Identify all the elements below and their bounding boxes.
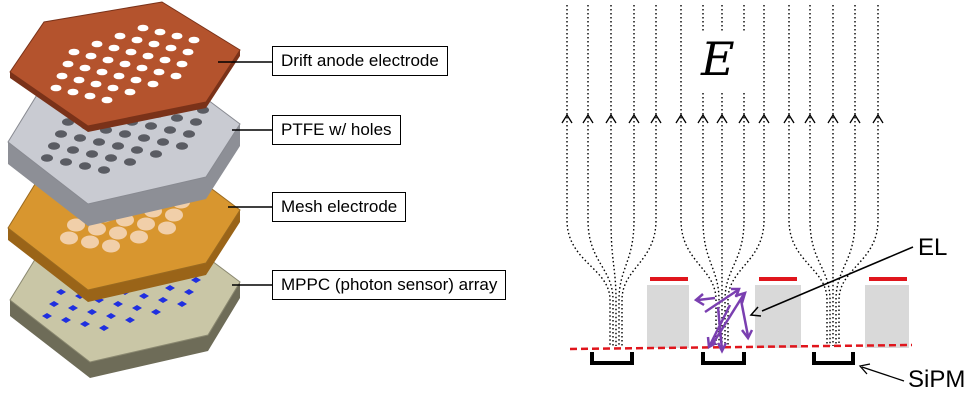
layer-label-ptfe: PTFE w/ holes [272, 115, 401, 145]
el-label: EL [918, 234, 948, 261]
sipm-brackets [590, 352, 855, 365]
layer-label-drift-anode: Drift anode electrode [272, 46, 448, 76]
layer-label-mesh: Mesh electrode [272, 192, 407, 222]
layer-label-mppc: MPPC (photon sensor) array [272, 270, 507, 300]
field-symbol: E [701, 32, 735, 86]
mesh-line [569, 343, 913, 351]
layer-stack [7, 1, 272, 378]
photon-arrows [693, 287, 754, 354]
ptfe-blocks [647, 285, 909, 348]
drift-anode-layer [9, 1, 241, 132]
leader-lines [218, 61, 272, 286]
field-arrows [561, 113, 884, 124]
sipm-label: SiPM [908, 366, 966, 393]
field-diagram [561, 5, 914, 382]
